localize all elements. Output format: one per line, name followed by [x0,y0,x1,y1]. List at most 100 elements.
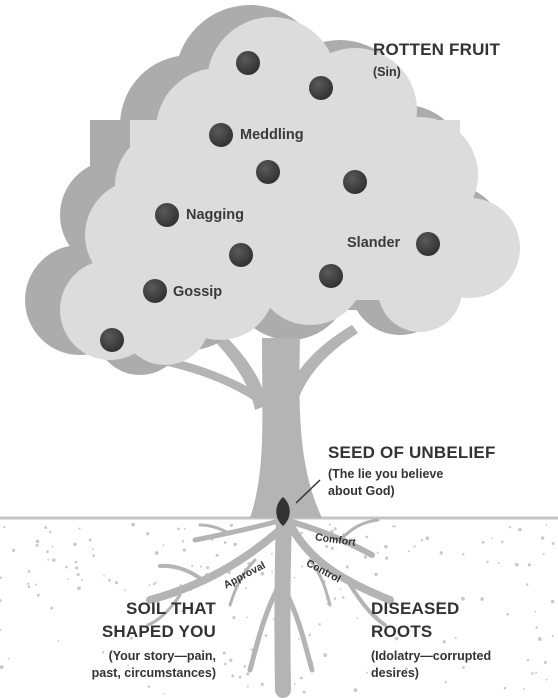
soil-speckle [81,579,83,581]
soil-speckle [46,550,49,553]
soil-speckle [75,561,78,564]
soil-speckle [364,555,367,558]
soil-subtitle-line1: (Your story—pain, [16,648,216,665]
soil-speckle [77,586,81,590]
soil-speckle [462,553,464,555]
fruit-meddling [209,123,233,147]
soil-speckle [246,672,249,675]
soil-speckle [308,634,310,636]
soil-speckle [526,583,528,585]
soil-speckle [518,528,521,531]
soil-speckle [303,691,306,694]
soil-speckle [73,543,76,546]
soil-speckle [342,596,345,599]
soil-speckle [498,562,500,564]
soil-speckle [366,672,368,674]
soil-speckle [103,575,105,577]
soil-speckle [36,544,39,547]
soil-speckle [155,551,159,555]
soil-speckle [44,526,47,529]
soil-speckle [265,634,268,637]
soil-speckle [392,526,394,528]
soil-speckle [230,524,233,527]
soil-speckle [535,611,537,613]
soil-speckle [531,672,534,675]
soil-speckle [461,597,465,601]
soil-speckle [28,585,31,588]
soil-speckle [552,542,555,545]
soil-speckle [229,659,232,662]
soil-speckle [319,623,321,625]
diseased-roots-subtitle: (Idolatry—corrupted desires) [371,648,491,682]
soil-speckle [385,557,388,560]
soil-speckle [232,616,235,619]
soil-speckle [543,553,545,555]
soil-speckle [163,693,165,695]
soil-speckle [528,563,531,566]
soil-speckle [231,675,234,678]
soil-speckle [28,570,31,573]
soil-speckle [331,547,334,550]
soil-speckle [233,543,237,547]
soil-speckle [36,540,40,544]
soil-speckle [182,540,185,543]
soil-speckle [271,571,273,573]
soil-speckle [301,566,303,568]
soil-speckle [223,651,226,654]
fruit-label-meddling: Meddling [240,127,304,143]
soil-speckle [35,583,37,585]
soil-speckle [92,554,95,557]
diseased-title-line1: DISEASED [371,597,460,620]
fruit [319,264,343,288]
soil-speckle [8,658,10,660]
soil-speckle [535,626,537,628]
soil-speckle [131,523,135,527]
soil-speckle [183,548,186,551]
soil-speckle [300,677,303,680]
soil-speckle [89,539,92,542]
soil-speckle [544,661,547,664]
soil-speckle [504,687,507,690]
soil-speckle [354,688,358,692]
soil-speckle [334,597,336,599]
rotten-fruit-title: ROTTEN FRUIT [373,38,500,61]
seed-subtitle-line2: about God) [328,483,443,500]
soil-speckle [515,563,519,567]
soil-speckle [509,526,511,528]
soil-speckle [482,541,485,544]
soil-speckle [191,565,193,567]
fruit-label-slander: Slander [347,235,400,251]
soil-speckle [78,527,80,529]
soil-speckle [271,553,273,555]
soil-speckle [374,573,377,576]
soil-speckle [184,528,186,530]
diseased-roots-title: DISEASED ROOTS [371,597,460,643]
soil-speckle [12,549,15,552]
fruit-slander [416,232,440,256]
soil-speckle [535,672,537,674]
soil-speckle [177,528,180,531]
fruit [256,160,280,184]
soil-speckle [323,653,327,657]
seed-of-unbelief-subtitle: (The lie you believe about God) [328,466,443,500]
soil-speckle [65,566,68,569]
soil-speckle [425,536,429,540]
soil-speckle [334,527,337,530]
soil-speckle [163,544,165,546]
fruit-label-nagging: Nagging [186,207,244,223]
diseased-subtitle-line1: (Idolatry—corrupted [371,648,491,665]
soil-speckle [77,573,80,576]
soil-speckle [75,566,78,569]
soil-speckle [527,659,530,662]
soil-speckle [384,545,387,548]
diseased-title-line2: ROOTS [371,620,460,643]
fruit [229,243,253,267]
soil-speckle [108,579,111,582]
seed-of-unbelief-title: SEED OF UNBELIEF [328,441,496,464]
soil-speckle [506,613,509,616]
fruit-nagging [155,203,179,227]
soil-speckle [294,683,296,685]
canopy-front [60,17,520,365]
soil-speckle [523,688,525,690]
